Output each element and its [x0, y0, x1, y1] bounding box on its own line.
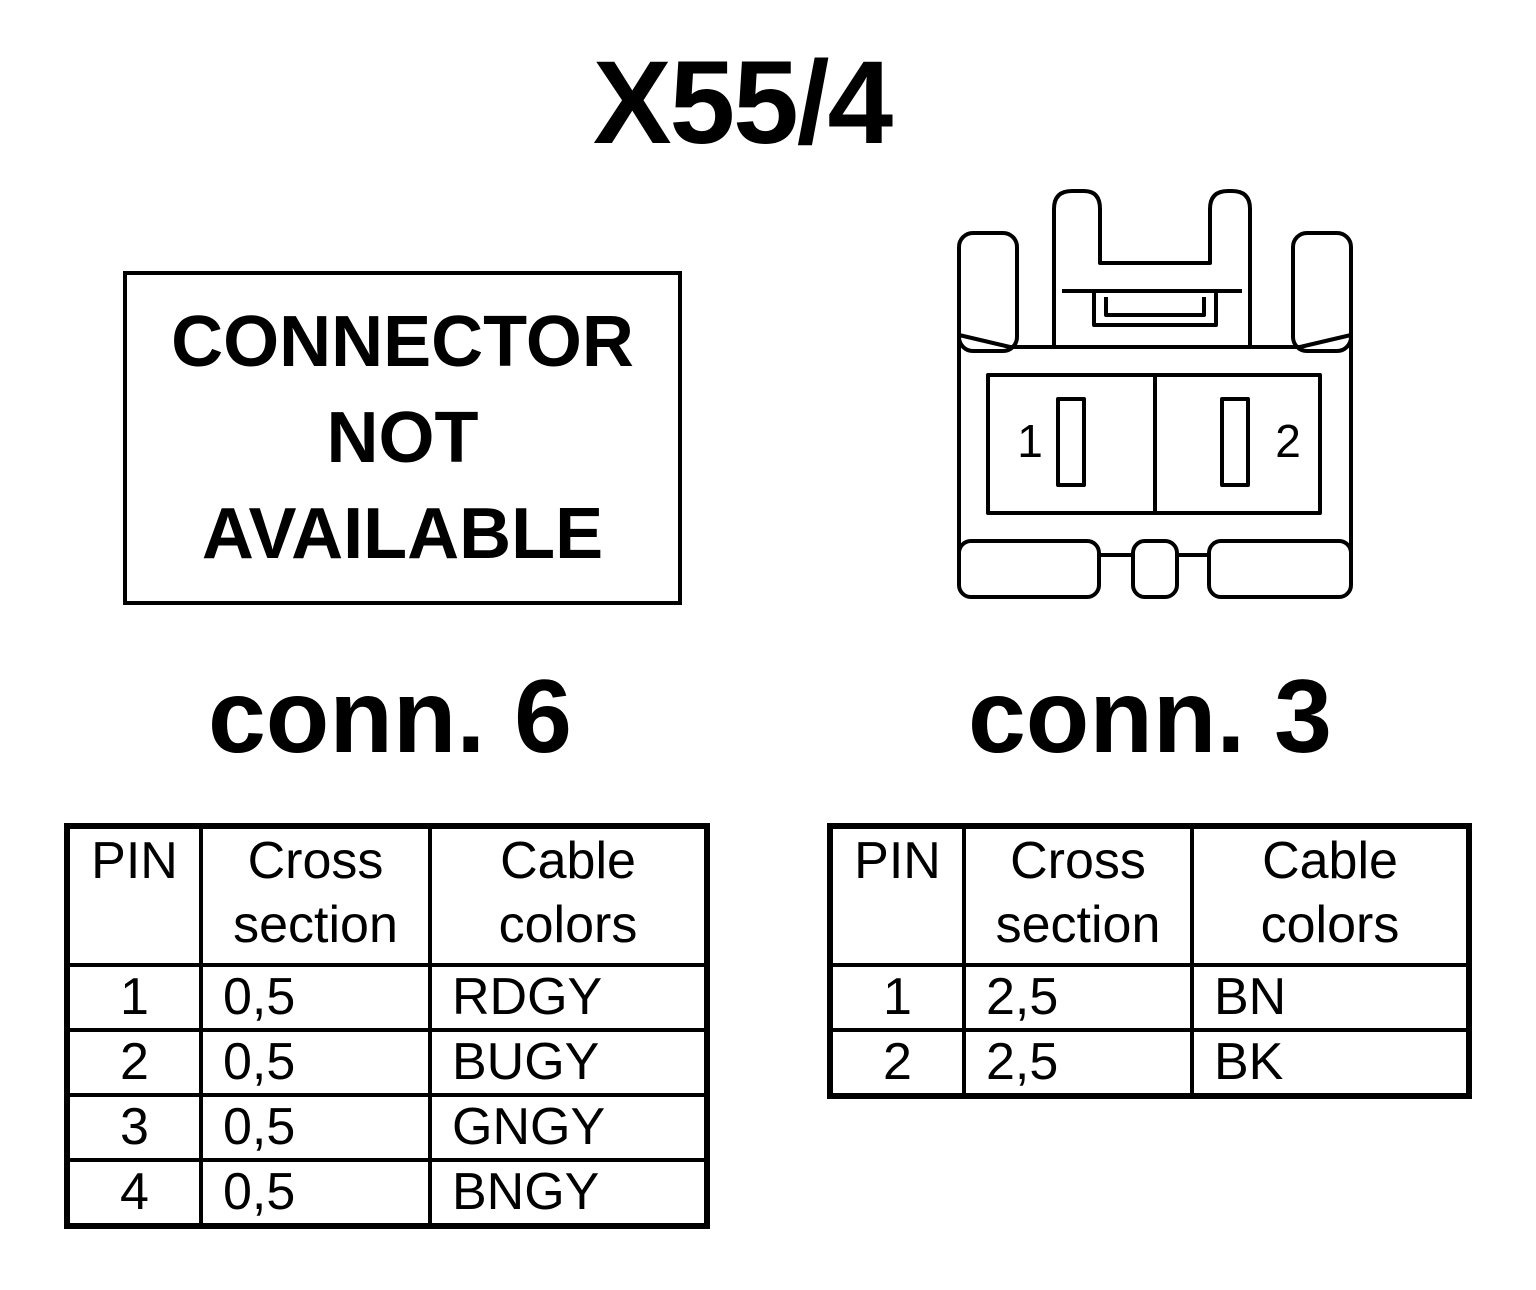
pin-slot-1	[1056, 397, 1086, 487]
table-row: 1 0,5 RDGY	[65, 963, 709, 1032]
cross-section-cell: 0,5	[199, 1158, 432, 1228]
header-cable-colors: Cable colors	[1190, 824, 1471, 967]
pin-cell: 2	[65, 1028, 203, 1097]
cable-color-cell: GNGY	[428, 1093, 709, 1162]
pin-cell: 1	[65, 963, 203, 1032]
cable-color-cell: BK	[1190, 1028, 1471, 1098]
connector-label: conn. 6	[207, 659, 573, 775]
cable-color-cell: BNGY	[428, 1158, 709, 1228]
cross-section-cell: 2,5	[962, 963, 1194, 1032]
header-pin: PIN	[65, 824, 203, 967]
cable-color-cell: BUGY	[428, 1028, 709, 1097]
pin-cell: 3	[65, 1093, 203, 1162]
locking-bracket	[1052, 189, 1252, 347]
placeholder-line: AVAILABLE	[201, 494, 604, 574]
header-cross-section: Cross section	[199, 824, 432, 967]
connector-housing-drawing: 1 2	[957, 189, 1353, 599]
pin-cell: 4	[65, 1158, 203, 1228]
cross-section-cell: 2,5	[962, 1028, 1194, 1098]
center-foot	[1131, 539, 1179, 599]
table-row: 3 0,5 GNGY	[65, 1093, 709, 1162]
placeholder-line: NOT	[326, 398, 479, 478]
table-row: 1 2,5 BN	[828, 963, 1471, 1032]
table-row: 4 0,5 BNGY	[65, 1158, 709, 1228]
cable-color-cell: BN	[1190, 963, 1471, 1032]
header-cross-section: Cross section	[962, 824, 1194, 967]
placeholder-line: CONNECTOR	[171, 302, 634, 382]
table-header-row: PIN Cross section Cable colors	[828, 824, 1471, 967]
pin-slot-2	[1220, 397, 1250, 487]
right-foot	[1207, 539, 1353, 599]
header-cable-colors: Cable colors	[428, 824, 709, 967]
connector-label: conn. 3	[967, 659, 1333, 775]
cross-section-cell: 0,5	[199, 1093, 432, 1162]
diagram-title: X55/4	[592, 37, 893, 169]
cross-section-cell: 0,5	[199, 963, 432, 1032]
table-row: 2 0,5 BUGY	[65, 1028, 709, 1097]
table-header-row: PIN Cross section Cable colors	[65, 824, 709, 967]
table-row: 2 2,5 BK	[828, 1028, 1471, 1098]
pin-cell: 1	[828, 963, 966, 1032]
cable-color-cell: RDGY	[428, 963, 709, 1032]
pin-label: 1	[1017, 415, 1043, 467]
pin-table: PIN Cross section Cable colors 1 2,5 BN …	[827, 823, 1472, 1099]
header-pin: PIN	[828, 824, 966, 967]
pin-cell: 2	[828, 1028, 966, 1098]
right-latch-post	[1291, 231, 1353, 353]
left-foot	[957, 539, 1101, 599]
connector-not-available-box: CONNECTOR NOT AVAILABLE	[123, 271, 682, 605]
pin-label: 2	[1275, 415, 1301, 467]
pin-table: PIN Cross section Cable colors 1 0,5 RDG…	[64, 823, 710, 1229]
cross-section-cell: 0,5	[199, 1028, 432, 1097]
left-latch-post	[957, 231, 1019, 353]
